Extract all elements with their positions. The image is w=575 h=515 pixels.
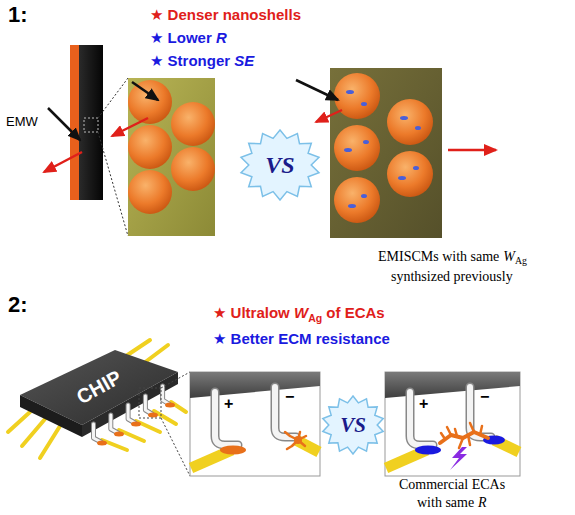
text-line: ★ StrongerSE — [150, 52, 254, 70]
text-line: ★ Better ECM resistance — [213, 330, 390, 348]
polarity-sign: − — [285, 387, 294, 406]
highlight-text: of ECAs — [326, 304, 384, 322]
wave-label: EMW — [6, 114, 38, 130]
text-line: EMW — [6, 114, 38, 130]
text-line: EMISCMs with sameWAg — [378, 249, 527, 266]
text-line: + — [224, 394, 233, 413]
text-line: Commercial ECAs — [399, 477, 505, 494]
highlight-text: ★ Lower — [150, 29, 212, 47]
highlight-text: R — [216, 29, 227, 47]
highlight-text: ★ Better ECM resistance — [213, 330, 390, 348]
text-line: with sameR — [417, 495, 487, 512]
highlight-text: ★ Ultralow — [213, 304, 290, 322]
node-text: VS — [265, 153, 294, 177]
highlight-text: ★ Stronger — [150, 52, 230, 70]
caption-text: with same — [417, 495, 474, 512]
text-line: ★ UltralowWAg of ECAs — [213, 304, 385, 322]
panel-number: 2: — [8, 292, 28, 318]
node-text: CHIP — [73, 367, 125, 408]
node-text: VS — [340, 415, 366, 436]
polarity-sign: − — [480, 387, 489, 406]
caption-text: synthsized previously — [391, 269, 513, 286]
burst-shape — [323, 396, 383, 454]
chip-top: CHIP — [69, 363, 130, 411]
burst-shape — [241, 130, 319, 200]
highlight-text: ★ Denser nanoshells — [150, 6, 301, 24]
polarity-sign: + — [419, 394, 428, 413]
polarity-sign: + — [224, 394, 233, 413]
text-line: 1: — [8, 2, 28, 28]
text-line: 2: — [8, 292, 28, 318]
panel-number: 1: — [8, 2, 28, 28]
caption-text: W — [503, 249, 515, 266]
highlight-text: W — [294, 304, 308, 322]
caption-text: Commercial ECAs — [399, 477, 505, 494]
caption-text: R — [478, 495, 487, 512]
text-line: − — [285, 387, 294, 406]
highlight-text: Ag — [308, 312, 322, 325]
highlight-text: SE — [234, 52, 254, 70]
caption-text: Ag — [515, 255, 527, 267]
text-line: + — [419, 394, 428, 413]
text-line: ★ LowerR — [150, 29, 227, 47]
text-line: synthsized previously — [391, 269, 513, 286]
text-line: ★ Denser nanoshells — [150, 6, 301, 24]
vs-burst: VS — [321, 395, 385, 455]
vs-burst: VS — [239, 129, 321, 201]
caption-text: EMISCMs with same — [378, 249, 499, 266]
text-line: − — [480, 387, 489, 406]
